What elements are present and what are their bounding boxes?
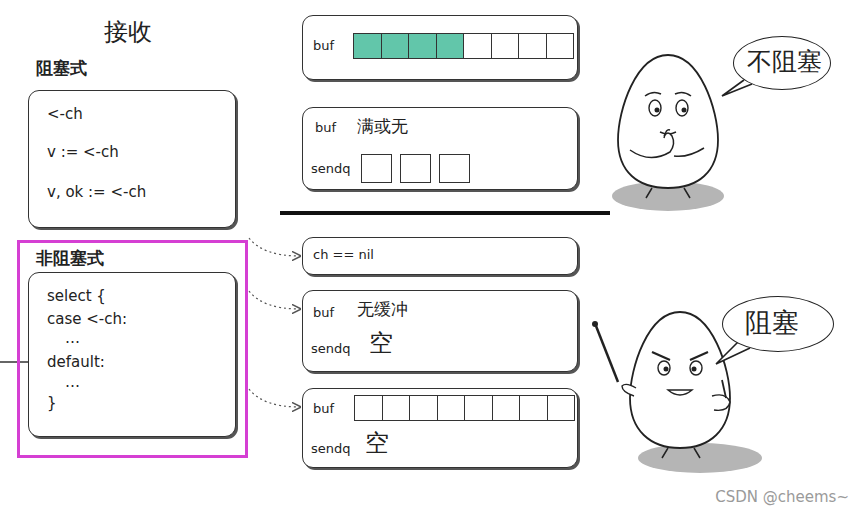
node-text: … [65, 373, 80, 391]
buffer-cell [546, 33, 575, 59]
node-text: sendq [311, 341, 351, 357]
buffer-cell [518, 33, 547, 59]
buffer-cell [547, 395, 576, 421]
code-box: 阻塞式<-chv := <-chv, ok := <-ch [28, 90, 236, 228]
buffer-cell [400, 154, 431, 183]
node-text: 阻塞式 [36, 58, 87, 78]
dotted-connector [249, 238, 300, 256]
node-text: 不阻塞 [747, 47, 822, 77]
buffer-cell [382, 395, 411, 421]
buffer-cell [408, 33, 437, 59]
node-text: select { [47, 287, 106, 305]
buffer-cell [381, 33, 410, 59]
buffer-box: buf sendq 空 [302, 388, 578, 468]
buffer-cell [354, 395, 383, 421]
node-text: sendq [311, 441, 351, 457]
select-box: select {case <-ch:…default:…} [28, 272, 236, 437]
node-text: } [47, 394, 57, 412]
node-text: <-ch [47, 105, 83, 123]
buffer-cell [492, 395, 521, 421]
node-text: case <-ch: [47, 310, 127, 328]
buffer-box: buf [302, 15, 578, 80]
condition-box: ch == nil [302, 237, 578, 275]
buffer-cell [464, 395, 493, 421]
nonblocking-panel: 非阻塞式select {case <-ch:…default:…} [17, 240, 248, 458]
node-text: 空 [369, 329, 393, 358]
buffer-cell [409, 395, 438, 421]
dotted-connector [249, 389, 300, 407]
speech-bubble: 阻塞 [722, 296, 834, 352]
buffer-cell [436, 33, 465, 59]
node-text: 无缓冲 [357, 299, 408, 319]
buffer-box: buf 无缓冲 sendq 空 [302, 290, 578, 372]
node-text: … [65, 329, 80, 347]
buffer-box: buf 满或无 sendq [302, 107, 578, 190]
buffer-cell [353, 33, 382, 59]
buffer-cell [439, 154, 470, 183]
node-text: sendq [311, 161, 351, 177]
node-text: v, ok := <-ch [47, 183, 146, 201]
buffer-cell [437, 395, 466, 421]
dotted-connector [249, 291, 300, 309]
title: 接收 [104, 18, 152, 47]
node-text: buf [313, 401, 334, 417]
speech-bubble: 不阻塞 [733, 36, 831, 90]
node-text: 非阻塞式 [36, 248, 104, 268]
buffer-cell [519, 395, 548, 421]
watermark: CSDN @cheems~ [715, 488, 849, 506]
buffer-cell [463, 33, 492, 59]
node-text: buf [313, 38, 334, 54]
node-text: buf [313, 305, 334, 321]
node-text: 空 [365, 429, 389, 458]
node-text: default: [47, 353, 105, 371]
node-text: 阻塞 [745, 307, 799, 339]
egg-character-calm [612, 55, 724, 211]
node-text: ch == nil [313, 247, 374, 263]
buffer-cell [361, 154, 392, 183]
buffer-cell [491, 33, 520, 59]
node-text: buf [315, 120, 336, 136]
divider-line [280, 211, 610, 215]
node-text: v := <-ch [47, 143, 119, 161]
node-text: 满或无 [357, 116, 408, 136]
